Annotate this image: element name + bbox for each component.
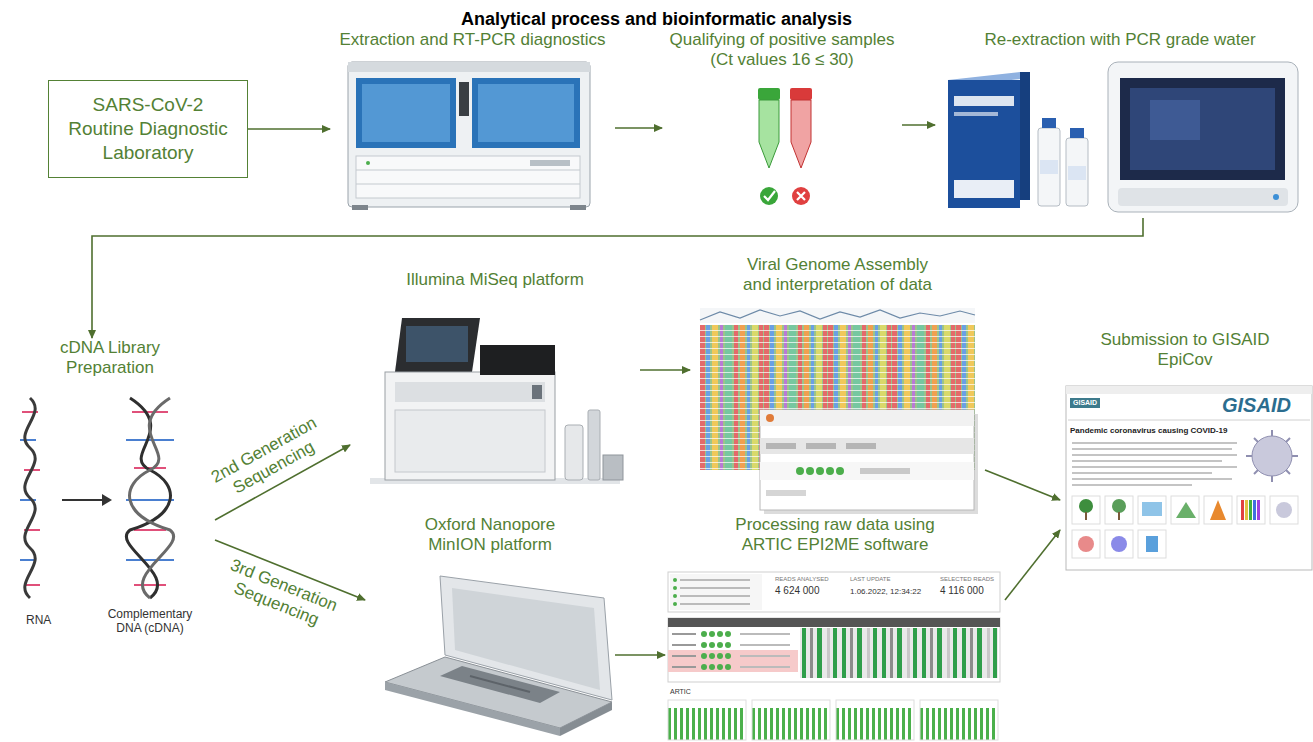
flow-arrow — [248, 128, 330, 130]
rna-to-cdna — [20, 398, 174, 598]
figure-label: GISAID — [1070, 398, 1100, 408]
step-caption: Extraction and RT-PCR diagnostics — [330, 30, 615, 50]
step-node: Extraction and RT-PCR diagnostics — [330, 30, 615, 215]
flow-arrow — [640, 369, 690, 371]
step-node: cDNA Library Preparation — [5, 338, 215, 648]
flow-arrow — [1005, 530, 1060, 600]
step-caption: Qualifying of positive samples (Ct value… — [662, 30, 902, 70]
edge-label: 2nd Generation Sequencing — [198, 407, 340, 510]
sample-tubes — [758, 88, 812, 205]
step-caption: Viral Genome Assembly and interpretation… — [738, 255, 938, 295]
figure-label: Pandemic coronavirus causing COVID-19 — [1070, 426, 1227, 435]
extraction-instrument — [348, 62, 590, 210]
step-node: Qualifying of positive samples (Ct value… — [662, 30, 902, 215]
gisaid-page — [1066, 386, 1312, 570]
edge-label: 3rd Generation Sequencing — [208, 550, 353, 639]
qiacube-instrument — [1108, 62, 1298, 212]
step-caption: Submission to GISAID EpiCov — [1085, 330, 1285, 370]
flow-arrow — [615, 654, 665, 656]
step-node: Re-extraction with PCR grade water — [935, 30, 1305, 218]
step-node: Submission to GISAID EpiCov — [1060, 330, 1310, 575]
step-node: Illumina MiSeq platform — [350, 270, 640, 490]
flow-arrow — [985, 470, 1060, 500]
step-caption: Illumina MiSeq platform — [350, 270, 640, 290]
step-node: Processing raw data using ARTIC EPI2ME s… — [665, 515, 1005, 740]
figure-label: 4 116 000 — [940, 585, 984, 597]
minion-device — [385, 576, 612, 736]
box-text: SARS-CoV-2 Routine Diagnostic Laboratory — [62, 93, 234, 165]
step-node: Viral Genome Assembly and interpretation… — [690, 255, 985, 515]
figure-label: Complementary DNA (cDNA) — [95, 608, 205, 636]
figure-label: 1.06.2022, 12:34:22 — [850, 587, 921, 596]
figure-label: LAST UPDATE — [850, 576, 890, 583]
flow-arrow — [902, 124, 935, 126]
figure-label: RNA — [26, 614, 51, 628]
process-box: SARS-CoV-2 Routine Diagnostic Laboratory — [48, 80, 248, 178]
figure-label: GISAID — [1222, 394, 1291, 417]
flow-arrow — [615, 127, 662, 129]
figure-label: SELECTED READS — [940, 576, 994, 583]
step-caption: Processing raw data using ARTIC EPI2ME s… — [715, 515, 955, 555]
flow-arrow — [92, 218, 1143, 338]
diagram-title: Analytical process and bioinformatic ana… — [0, 8, 1313, 30]
step-caption: cDNA Library Preparation — [25, 338, 195, 378]
alignment-view — [700, 308, 978, 514]
step-node: Oxford Nanopore MinION platform — [365, 515, 615, 740]
reextraction-kit — [948, 72, 1088, 208]
figure-label: ARTIC — [670, 688, 691, 696]
epi2me-screenshot — [668, 572, 1000, 740]
step-caption: Oxford Nanopore MinION platform — [400, 515, 580, 555]
figure-label: READS ANALYSED — [775, 576, 829, 583]
figure-label: 4 624 000 — [775, 585, 820, 597]
miseq-instrument — [370, 318, 623, 484]
step-caption: Re-extraction with PCR grade water — [935, 30, 1305, 50]
